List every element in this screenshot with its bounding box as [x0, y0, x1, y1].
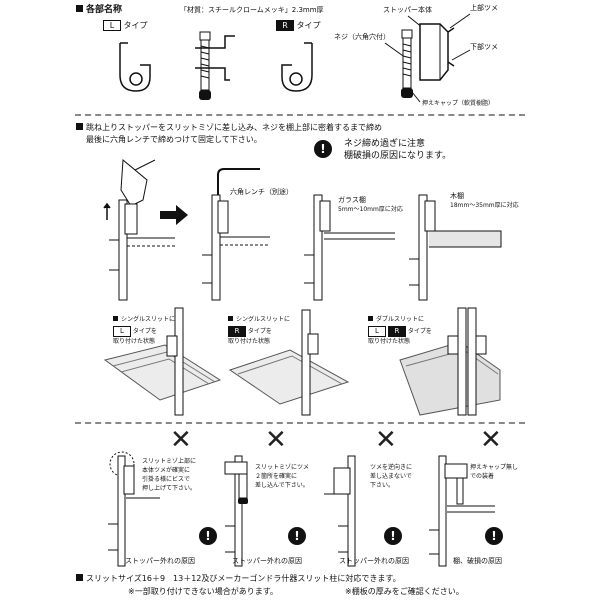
stopper-side-view-drawing — [195, 31, 235, 100]
square-bullet-icon — [76, 123, 83, 130]
double-installed-illustration — [399, 307, 501, 416]
label-glass-shelf: ガラス棚 — [338, 196, 366, 204]
square-bullet-icon — [76, 574, 83, 581]
cause-4: 棚、破損の原因 — [453, 557, 502, 565]
warning-icon: ! — [485, 527, 503, 545]
single-r-installed-illustration — [228, 309, 350, 416]
single-l-line1: シングルスリットに — [113, 316, 175, 324]
x-mark-icon: ✕ — [265, 425, 287, 455]
label-hex-wrench: 六角レンチ（別途） — [230, 188, 293, 196]
r-type-bracket-drawing — [281, 42, 313, 92]
case1-line2: 本体ツメが確実に — [142, 467, 191, 474]
case2-line2: ２箇所を確実に — [255, 473, 298, 480]
warning-overtighten: ネジ締め過ぎに注意 — [344, 139, 426, 149]
footer-note-2: ※棚板の厚みをご確認ください。 — [345, 587, 464, 596]
footer-slit-size: スリットサイズ16＋9 13＋12及びメーカーゴンドラ什器スリット柱に対応できま… — [76, 574, 401, 584]
case3-drawing — [324, 455, 356, 567]
footer-note-1: ※一部取り付けできない場合があります。 — [128, 587, 278, 596]
section-divider-1 — [75, 114, 525, 116]
step1-insert-drawing — [103, 158, 175, 301]
label-stopper-body: ストッパー本体 — [383, 6, 432, 14]
case2-line1: スリットミゾにツメ — [255, 464, 310, 471]
label-screw: ネジ（六角穴付） — [334, 33, 390, 41]
single-l-line3: 取り付けた状態 — [113, 338, 156, 345]
l-tag: L — [103, 20, 121, 31]
warning-icon: ! — [288, 527, 306, 545]
wood-shelf-drawing — [409, 194, 502, 301]
warning-icon: ! — [314, 140, 332, 158]
section-divider-2 — [75, 422, 525, 424]
warning-damage: 棚破損の原因になります。 — [344, 151, 452, 161]
l-type-label: L タイプ — [103, 20, 148, 31]
l-type-bracket-drawing — [119, 42, 151, 92]
single-r-line2: R タイプを — [228, 326, 272, 337]
double-line3: 取り付けた状態 — [368, 338, 411, 345]
square-bullet-icon — [228, 316, 233, 321]
double-line2: L R タイプを — [368, 326, 432, 337]
case4-line2: での装着 — [470, 473, 495, 480]
warning-icon: ! — [384, 527, 402, 545]
case3-line2: 差し込まないで — [370, 473, 412, 480]
x-mark-icon: ✕ — [480, 425, 502, 455]
material-spec: 「材質：スチールクロームメッキ」2.3mm厚 — [180, 6, 324, 14]
label-glass-size: 5mm～10mm厚に対応 — [338, 206, 403, 213]
square-bullet-icon — [113, 316, 118, 321]
arrow-right-icon — [160, 205, 188, 225]
case1-line3: 引掛る様にビスで — [142, 476, 191, 483]
case4-drawing — [429, 455, 495, 567]
case3-line3: 下さい。 — [370, 482, 395, 489]
square-bullet-icon — [76, 5, 83, 12]
r-type-label: R タイプ — [276, 20, 321, 31]
square-bullet-icon — [368, 316, 373, 321]
section2-instruction-line2: 最後に六角レンチで締めつけて固定して下さい。 — [86, 135, 262, 144]
single-l-line2: L タイプを — [113, 326, 157, 337]
single-r-line3: 取り付けた状態 — [228, 338, 271, 345]
case1-drawing — [108, 451, 160, 567]
label-cap: 押えキャップ（軟質樹脂） — [422, 100, 495, 107]
case3-line1: ツメを逆向きに — [370, 464, 413, 471]
section2-instruction: 跳ね上りストッパーをスリットミゾに差し込み、ネジを棚上部に密着するまで締め — [76, 123, 382, 133]
x-mark-icon: ✕ — [170, 425, 192, 455]
case1-line1: スリットミゾ上部に — [142, 458, 197, 465]
r-tag: R — [276, 20, 294, 31]
label-lower-claw: 下部ツメ — [470, 43, 498, 51]
label-upper-claw: 上部ツメ — [470, 4, 498, 12]
stopper-labeled-diagram — [384, 13, 471, 103]
cause-3: ストッパー外れの原因 — [339, 557, 409, 565]
double-line1: ダブルスリットに — [368, 316, 424, 324]
case4-line1: 押えキャップ無し — [470, 464, 519, 471]
case2-drawing — [224, 455, 248, 567]
step2-tighten-drawing — [202, 168, 270, 301]
cause-2: ストッパー外れの原因 — [232, 557, 302, 565]
section1-heading: 各部名称 — [76, 4, 122, 16]
case1-line4: 押し上げて下さい。 — [142, 485, 197, 492]
cause-1: ストッパー外れの原因 — [125, 557, 195, 565]
x-mark-icon: ✕ — [375, 425, 397, 455]
label-wood-shelf: 木棚 — [450, 192, 464, 200]
glass-shelf-drawing — [304, 194, 395, 301]
single-r-line1: シングルスリットに — [228, 316, 290, 324]
label-wood-size: 18mm～35mm厚に対応 — [450, 202, 519, 209]
warning-icon: ! — [199, 527, 217, 545]
single-l-installed-illustration — [103, 307, 222, 416]
case2-line3: 差し込んで下さい。 — [255, 482, 309, 489]
